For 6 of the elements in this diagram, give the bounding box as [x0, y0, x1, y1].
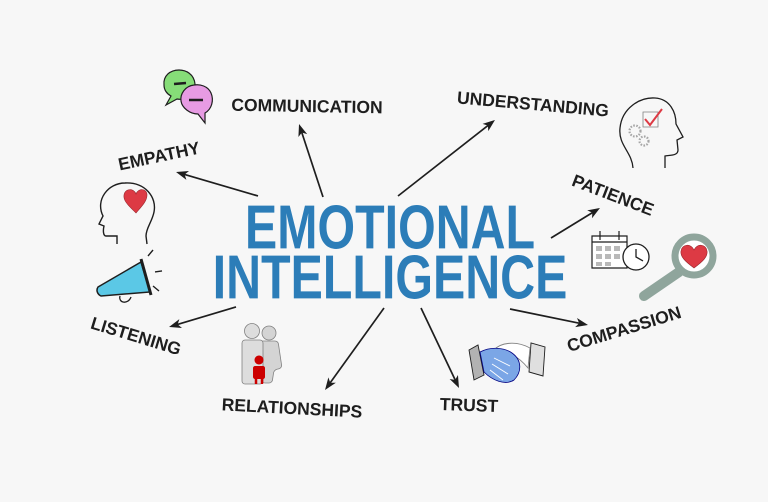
keyword-label: EMPATHY	[118, 142, 198, 170]
keyword-label: UNDERSTANDING	[458, 91, 608, 116]
keyword-label: RELATIONSHIPS	[222, 398, 362, 418]
keyword-label: COMMUNICATION	[232, 98, 382, 114]
central-heading: EMOTIONAL INTELLIGENCE	[216, 205, 566, 299]
keyword-label: TRUST	[440, 398, 498, 412]
